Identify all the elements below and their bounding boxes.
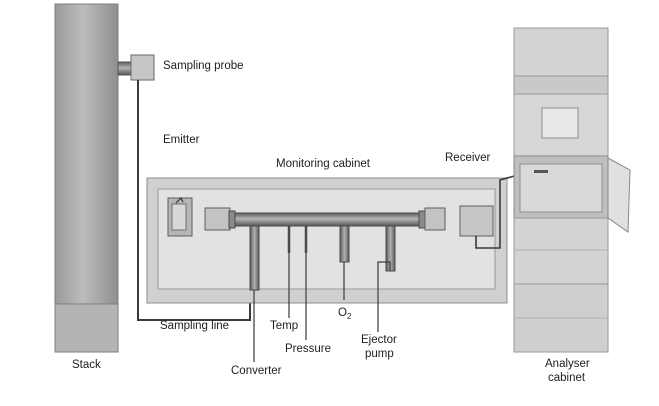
receiver-cable: [475, 174, 519, 249]
receiver-label: Receiver: [445, 152, 491, 164]
analyser-door: [607, 157, 631, 233]
emitter-label: Emitter: [163, 134, 200, 146]
pipe-flange-right: [418, 210, 426, 229]
o2-sensor: [339, 225, 350, 263]
stack: [54, 3, 119, 353]
converter-label: Converter: [231, 365, 282, 377]
pipe-flange-left: [228, 210, 236, 229]
sampling-probe: [117, 54, 155, 81]
analyser-cabinet-label-line2: cabinet: [548, 372, 586, 384]
analyser-window: [541, 107, 579, 139]
monitoring-cabinet: [146, 177, 508, 304]
sampling-line: [137, 80, 251, 321]
measurement-pipe: [231, 212, 423, 227]
emitter-head: [204, 207, 231, 231]
ejector-pump-label-line2: pump: [365, 348, 394, 360]
pressure-label: Pressure: [285, 343, 331, 355]
ejector-pump-label-line1: Ejector: [361, 334, 397, 346]
monitoring-cabinet-label: Monitoring cabinet: [276, 158, 371, 170]
receiver: [424, 205, 494, 237]
stack-label: Stack: [72, 359, 101, 371]
temp-label: Temp: [270, 320, 298, 332]
stack-base: [54, 303, 119, 353]
sampling-probe-label: Sampling probe: [163, 60, 244, 72]
converter-unit: [249, 225, 260, 291]
sampling-line-label: Sampling line: [160, 320, 229, 332]
o2-label: O2: [338, 307, 352, 321]
leader-lines: [253, 253, 391, 362]
analyser-cabinet: [513, 27, 631, 353]
emitter: [167, 196, 231, 237]
emitter-arrow-icon: [175, 196, 184, 204]
analyser-cabinet-label-line1: Analyser: [545, 358, 590, 370]
